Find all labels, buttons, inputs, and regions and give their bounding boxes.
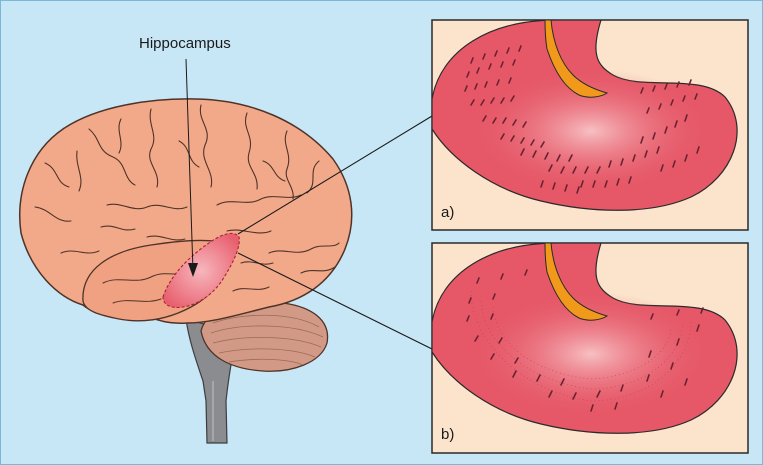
panel-b-label: b) xyxy=(441,426,454,443)
panel-a xyxy=(432,20,748,230)
panel-a-label: a) xyxy=(441,204,454,221)
hippocampus-label: Hippocampus xyxy=(139,35,231,52)
panel-b xyxy=(432,243,748,453)
